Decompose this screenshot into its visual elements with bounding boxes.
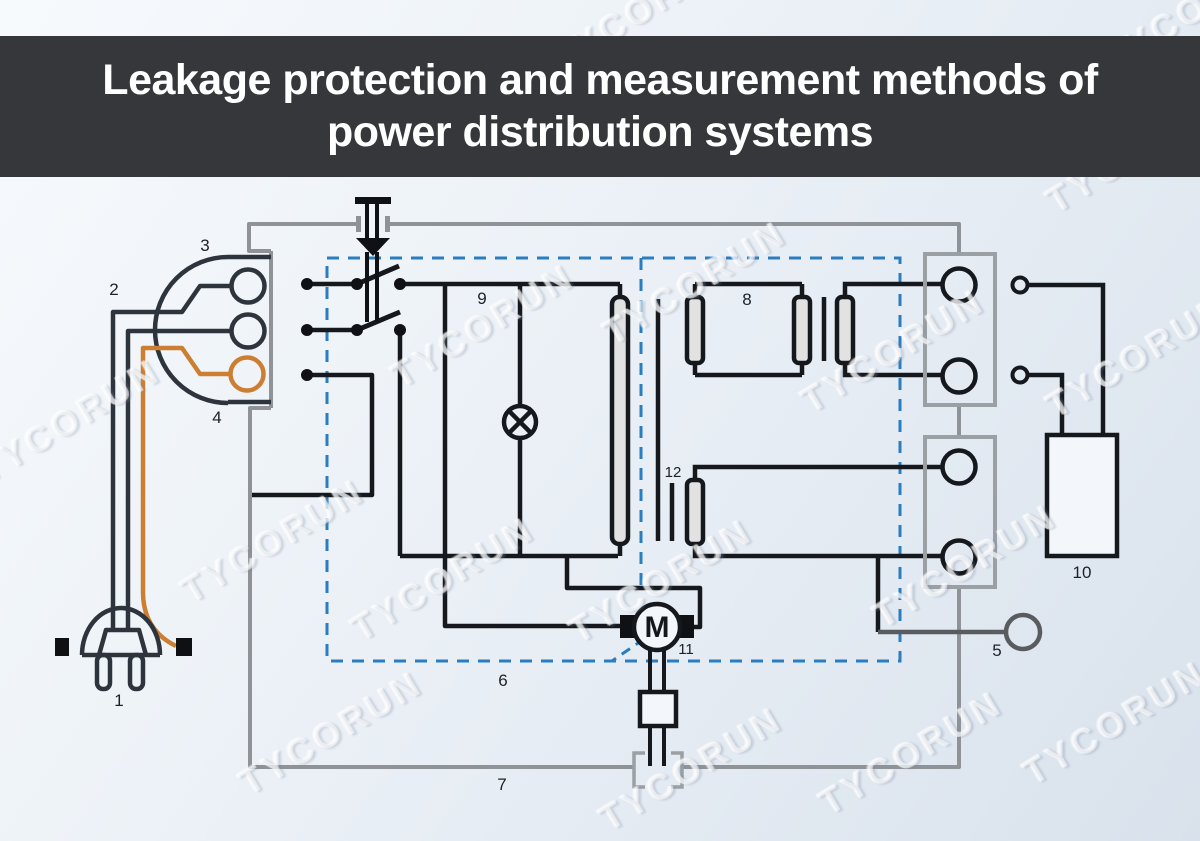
label-12: 12	[665, 464, 682, 481]
relay-winding-top-wire	[842, 281, 943, 297]
winding12-top-wire	[692, 464, 943, 480]
trip-device	[1010, 275, 1120, 559]
button-arrow-icon	[356, 238, 390, 256]
socket-outlet	[110, 254, 271, 649]
label-8: 8	[742, 290, 751, 309]
contact-terminal-3	[940, 448, 978, 486]
contact-block-upper	[923, 252, 997, 407]
ground-bracket-right	[671, 751, 684, 789]
contact-terminal-1	[940, 266, 978, 304]
top-rail-right	[390, 222, 961, 255]
left-bottom-rail	[248, 406, 634, 769]
winding8-right-bar	[791, 294, 813, 366]
contact-terminal-2	[940, 357, 978, 395]
zero-sequence-transformer	[609, 284, 675, 556]
shaft-coupling-box	[637, 689, 679, 729]
earth-conductor-loop	[247, 216, 961, 769]
motor-body	[631, 601, 683, 653]
right-bottom-rail	[682, 588, 961, 769]
relay-winding-bar	[834, 294, 856, 366]
shaft-grounding-brackets	[632, 751, 684, 789]
motor-letter: M	[645, 611, 670, 644]
motor: M	[620, 601, 694, 766]
plug-prong-left	[94, 652, 113, 692]
earth-electrode-right	[176, 638, 192, 656]
motor-brush-left	[620, 615, 636, 638]
motor-return-wire	[564, 556, 703, 630]
measurement-winding-12	[684, 464, 943, 632]
winding8-left-bar	[684, 294, 706, 366]
trip-wire-2	[1028, 372, 1065, 435]
double-pole-switch	[252, 263, 620, 556]
trip-device-box	[1044, 432, 1120, 559]
motor-brush-right	[678, 615, 694, 638]
socket-terminal-live	[229, 267, 267, 305]
label-5: 5	[992, 641, 1001, 660]
detection-winding-8	[684, 281, 943, 378]
earth-electrode-left	[55, 638, 69, 656]
cable-wire-earth	[140, 345, 231, 649]
label-9: 9	[477, 289, 486, 308]
primary-winding-bar	[609, 294, 631, 547]
motor-shaft	[637, 650, 679, 766]
title-line-1: Leakage protection and measurement metho…	[102, 55, 1098, 104]
relay-contact-block	[923, 252, 997, 589]
switch-contact-dots	[301, 278, 406, 381]
socket-terminal-neutral	[229, 312, 267, 350]
cable-wire-live	[110, 283, 231, 629]
label-1: 1	[114, 691, 123, 710]
socket-terminal-earth	[228, 355, 266, 393]
label-10: 10	[1073, 563, 1092, 582]
indicator-lamp-branch	[400, 284, 703, 630]
contact-terminal-4	[940, 538, 978, 576]
winding12-bottom-wire	[692, 544, 943, 559]
label-11: 11	[678, 641, 694, 658]
label-3: 3	[200, 236, 209, 255]
earth-terminal-wire	[252, 372, 375, 498]
top-rail-left	[247, 222, 356, 253]
button-cap	[355, 197, 391, 204]
label-2: 2	[109, 280, 118, 299]
plug-prong-right	[127, 652, 146, 692]
contact-block-lower	[923, 435, 997, 589]
probe-terminal	[878, 612, 1043, 652]
plug-body	[96, 627, 149, 656]
relay-winding-bottom-wire	[842, 363, 943, 378]
rail-bracket-right	[385, 216, 390, 232]
title-banner: Leakage protection and measurement metho…	[0, 36, 1200, 177]
power-plug	[55, 605, 192, 692]
label-6: 6	[498, 671, 507, 690]
trip-wire-1	[1028, 282, 1106, 435]
rail-bracket-left	[356, 216, 361, 232]
label-7: 7	[497, 775, 506, 794]
ground-bracket-left	[632, 751, 645, 789]
diagram-labels: 1 2 3 4 5 6 7 8 9 10 11 12	[109, 236, 1091, 794]
motor-feed-wire	[442, 284, 620, 629]
probe-ring-icon	[1003, 612, 1043, 652]
aux-terminal-top	[1010, 275, 1030, 295]
cable-wire-neutral	[125, 328, 231, 629]
plug-dome	[79, 605, 163, 656]
label-4: 4	[212, 408, 221, 427]
winding12-bar	[684, 477, 706, 547]
aux-terminal-bottom	[1010, 365, 1030, 385]
test-button	[355, 197, 391, 322]
title-line-2: power distribution systems	[326, 107, 874, 156]
